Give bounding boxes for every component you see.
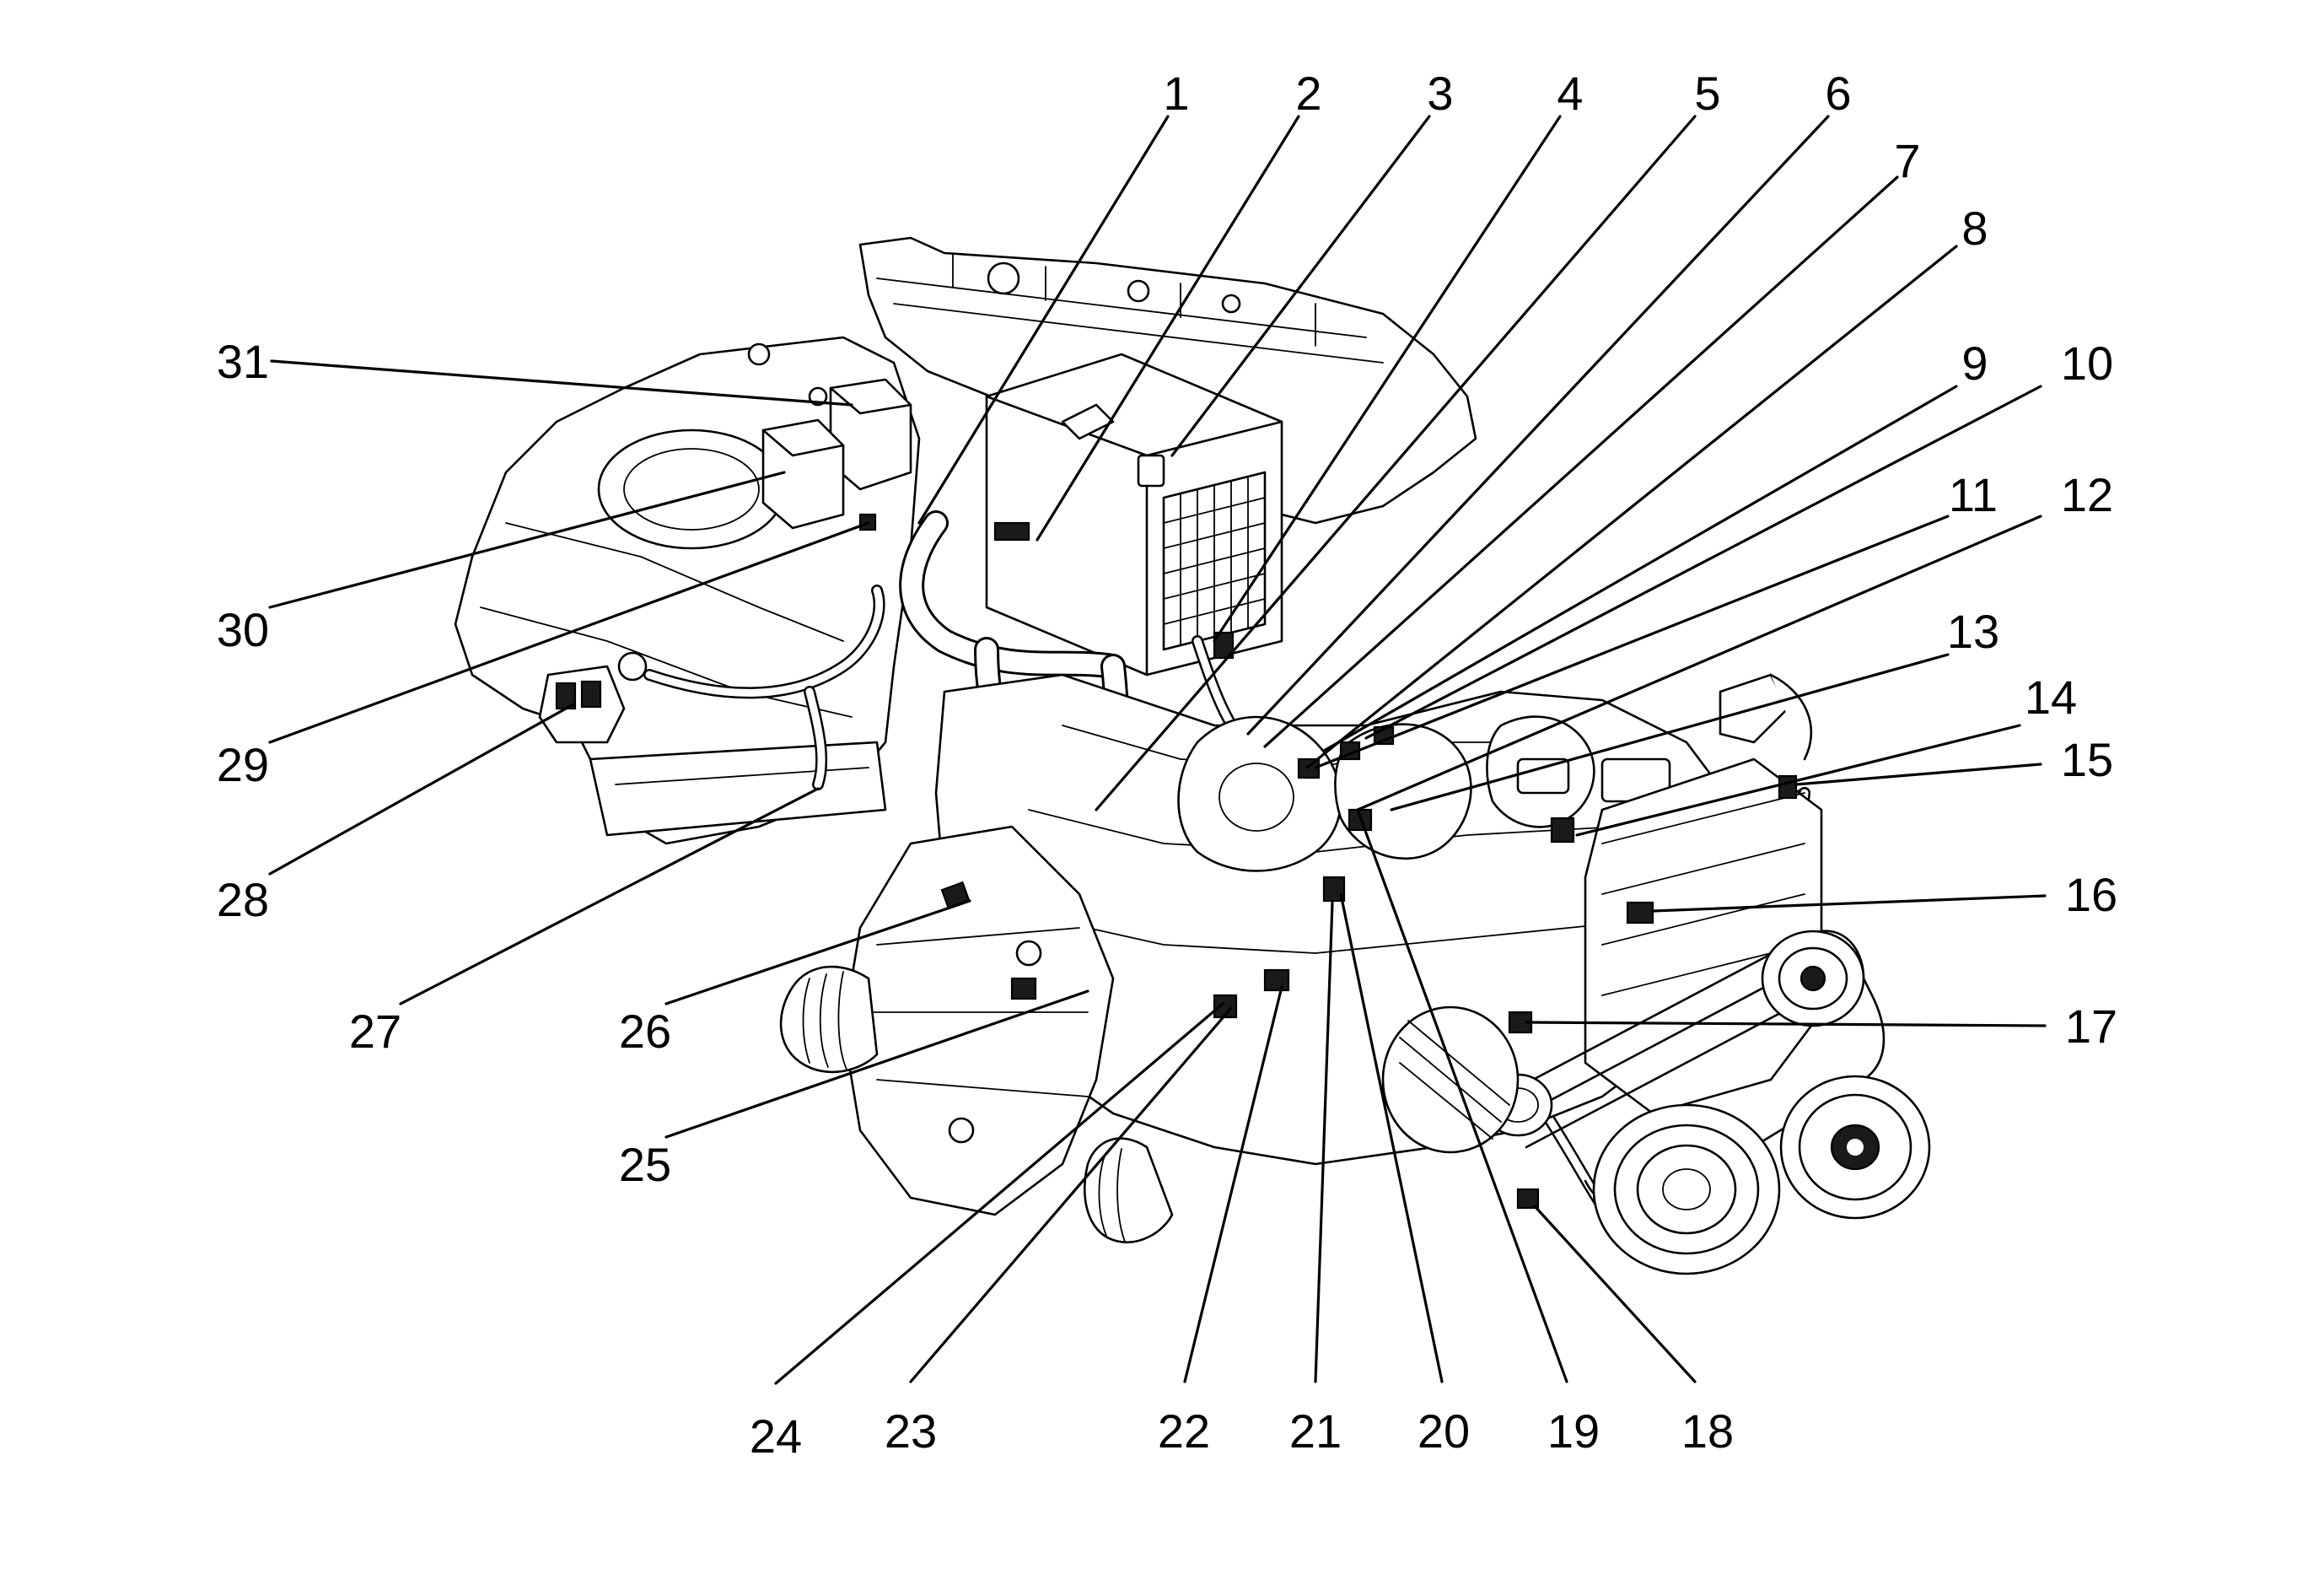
- callout-19: 19: [1547, 1404, 1600, 1458]
- leader-line: [1095, 115, 1697, 811]
- callout-numbers: 1 2 3 4 5 6 7 8 9 10 11 12 13 14 15 16 1…: [217, 67, 2117, 1463]
- callout-4: 4: [1557, 67, 1583, 120]
- callout-21: 21: [1289, 1404, 1342, 1458]
- callout-7: 7: [1894, 134, 1920, 187]
- leader-line: [664, 989, 1089, 1139]
- callout-8: 8: [1961, 202, 1988, 255]
- ac-compressor-pulley: [1779, 1075, 1931, 1220]
- leader-line: [1305, 245, 1958, 769]
- leader-line: [1314, 515, 1950, 769]
- callout-22: 22: [1158, 1404, 1210, 1458]
- leader-line: [1390, 653, 1950, 811]
- callout-28: 28: [217, 873, 269, 926]
- callout-10: 10: [2061, 337, 2113, 390]
- battery-vent-grid: [1162, 471, 1267, 651]
- callout-29: 29: [217, 738, 269, 791]
- leader-line: [1356, 808, 1568, 1383]
- leader-line: [1170, 115, 1431, 457]
- leader-line: [1575, 724, 2021, 837]
- crank-pulley: [1592, 1103, 1781, 1275]
- callout-24: 24: [750, 1410, 802, 1463]
- leader-line: [1036, 115, 1300, 542]
- leader-line: [1246, 115, 1830, 736]
- leader-line: [399, 787, 820, 1005]
- callout-6: 6: [1825, 67, 1851, 120]
- callout-30: 30: [217, 603, 269, 656]
- leader-line: [909, 1006, 1233, 1383]
- callout-18: 18: [1681, 1404, 1734, 1458]
- leader-line: [1263, 175, 1899, 748]
- callout-17: 17: [2065, 1000, 2117, 1053]
- callout-5: 5: [1694, 67, 1720, 120]
- harness-connectors: [858, 513, 1798, 1210]
- callout-31: 31: [217, 335, 269, 388]
- leader-line: [1356, 515, 2042, 811]
- callout-23: 23: [885, 1404, 937, 1458]
- callout-3: 3: [1427, 67, 1453, 120]
- callout-13: 13: [1947, 605, 1999, 658]
- idler-pulley: [1761, 930, 1865, 1027]
- leader-line: [268, 471, 786, 609]
- callout-9: 9: [1961, 337, 1988, 390]
- relay-pair: [761, 378, 912, 530]
- engine-block: [934, 673, 1739, 1166]
- leader-line: [917, 115, 1170, 525]
- leader-line: [1339, 892, 1444, 1383]
- leader-line: [1213, 115, 1562, 643]
- engine-line-art: [454, 236, 1931, 1275]
- leader-line: [270, 359, 853, 407]
- callout-11: 11: [1949, 468, 1998, 521]
- callout-26: 26: [619, 1005, 671, 1058]
- left-axle-boot: [779, 965, 879, 1074]
- callout-12: 12: [2061, 468, 2113, 521]
- leader-line: [1314, 901, 1334, 1383]
- callout-15: 15: [2061, 733, 2113, 786]
- battery: [985, 353, 1283, 676]
- leader-line: [1322, 385, 1958, 752]
- callout-25: 25: [619, 1138, 671, 1191]
- callout-20: 20: [1418, 1404, 1470, 1458]
- leader-line: [1651, 894, 2047, 913]
- right-axle-boot: [1083, 1137, 1174, 1243]
- leader-line: [1794, 763, 2042, 786]
- leader-line: [1183, 985, 1283, 1383]
- callout-16: 16: [2065, 868, 2117, 921]
- belt-drive: [1381, 930, 1931, 1275]
- leader-line: [268, 521, 870, 744]
- fender-sensor: [538, 651, 648, 744]
- leader-line: [1533, 1205, 1697, 1383]
- leader-line: [1364, 385, 2042, 740]
- callout-27: 27: [349, 1005, 401, 1058]
- callout-2: 2: [1295, 67, 1321, 120]
- leader-line: [268, 703, 575, 876]
- leader-line: [664, 899, 971, 1005]
- callout-1: 1: [1163, 67, 1189, 120]
- alternator: [1381, 1005, 1520, 1154]
- leader-lines: [268, 115, 2047, 1385]
- leader-line: [774, 1002, 1224, 1385]
- callout-14: 14: [2025, 671, 2077, 724]
- leader-line: [1525, 1021, 2047, 1027]
